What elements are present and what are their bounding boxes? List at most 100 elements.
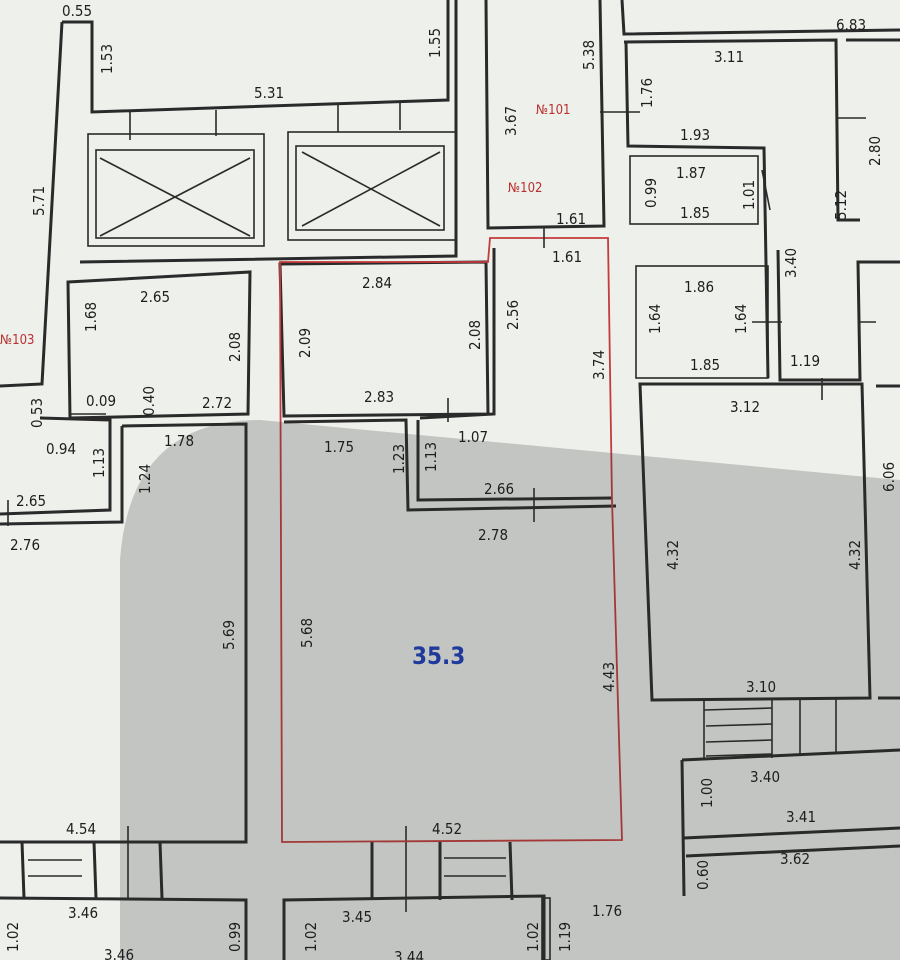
dim-label: 1.24 <box>136 464 154 494</box>
corridor-wall-outer <box>62 0 450 114</box>
dim-label: 1.76 <box>592 902 622 920</box>
dim-label: 0.99 <box>642 178 660 208</box>
dim-label: 0.53 <box>28 398 46 428</box>
dim-label: 1.07 <box>458 428 488 446</box>
dim-label: 1.02 <box>302 922 320 952</box>
room-upper-right-left <box>624 41 770 379</box>
lift-shaft-2-x2 <box>301 151 441 227</box>
dim-label: 1.64 <box>732 304 750 334</box>
lift-shaft-1-inner <box>95 149 255 239</box>
dim-label: 2.08 <box>466 320 484 350</box>
dim-label: 2.84 <box>362 274 392 292</box>
dim-label: 3.11 <box>714 48 744 66</box>
dim-label: 3.46 <box>68 904 98 922</box>
dim-label: 3.10 <box>746 678 776 696</box>
bath-1-door <box>761 169 771 211</box>
right-door-step-4 <box>705 753 773 757</box>
dim-label: 2.72 <box>202 394 232 412</box>
dim-label: 1.13 <box>90 448 108 478</box>
room-101-102-walls <box>484 0 606 230</box>
dim-label: 1.87 <box>676 164 706 182</box>
apartment-outline <box>279 237 623 843</box>
corridor-right-top <box>620 0 900 36</box>
dim-label: 2.78 <box>478 526 508 544</box>
dim-label: 3.45 <box>342 908 372 926</box>
bottom-left-walls <box>0 841 248 960</box>
dim-label: 1.85 <box>690 356 720 374</box>
room-left-big <box>0 422 248 844</box>
dim-label: 4.52 <box>432 820 462 838</box>
dim-label: 5.38 <box>580 40 598 70</box>
dim-label: 3.46 <box>104 946 134 960</box>
dim-label: 3.40 <box>750 768 780 786</box>
dim-label: 2.83 <box>364 388 394 406</box>
corridor-wall-left <box>0 21 64 388</box>
dim-label: 1.68 <box>82 302 100 332</box>
dim-label: 0.60 <box>694 860 712 890</box>
dim-label: 1.76 <box>638 78 656 108</box>
apartment-inner-walls <box>283 248 617 512</box>
right-door-step-3 <box>705 739 773 743</box>
room-left-big-2 <box>0 426 124 526</box>
right-door-step-2 <box>705 723 773 727</box>
dim-label: 5.31 <box>254 84 284 102</box>
balcony-right <box>680 748 900 897</box>
room-number-103: №103 <box>0 333 35 348</box>
dim-label: 6.83 <box>836 16 866 34</box>
dim-label: 5.12 <box>832 190 850 220</box>
dim-label: 0.09 <box>86 392 116 410</box>
dim-label: 1.93 <box>680 126 710 144</box>
dim-label: 3.74 <box>590 350 608 380</box>
dim-label: 4.43 <box>600 662 618 692</box>
right-door-step-1 <box>703 707 773 711</box>
dim-label: 1.61 <box>552 248 582 266</box>
dim-label: 2.09 <box>296 328 314 358</box>
dim-label: 3.62 <box>780 850 810 868</box>
dim-label: 3.41 <box>786 808 816 826</box>
dim-label: 1.78 <box>164 432 194 450</box>
dim-label: 5.71 <box>30 186 48 216</box>
dim-label: 2.76 <box>10 536 40 554</box>
dim-label: 6.06 <box>880 462 898 492</box>
lift-shaft-1 <box>87 133 265 247</box>
apartment-area: 35.3 <box>412 642 465 670</box>
dim-label: 4.32 <box>664 540 682 570</box>
dim-label: 5.68 <box>298 618 316 648</box>
lift-shaft-2-inner <box>295 145 445 231</box>
room-upper-right <box>623 38 860 222</box>
dim-label: 1.64 <box>646 304 664 334</box>
room-left-small <box>66 270 252 420</box>
dim-label: 1.85 <box>680 204 710 222</box>
photo-shadow <box>120 420 900 960</box>
apartment-highlight <box>278 226 623 843</box>
dim-label: 1.61 <box>556 210 586 228</box>
dim-label: 0.99 <box>226 922 244 952</box>
dim-label: 1.23 <box>390 444 408 474</box>
dim-label: 3.44 <box>394 948 424 960</box>
bottom-mid-walls <box>282 841 546 960</box>
dim-label: 1.55 <box>426 28 444 58</box>
bottom-column <box>541 897 551 960</box>
dim-label: 3.12 <box>730 398 760 416</box>
lift-shaft-2 <box>287 131 457 241</box>
shaft-block-top <box>79 0 458 264</box>
dim-label: 2.08 <box>226 332 244 362</box>
dim-label: 3.40 <box>782 248 800 278</box>
dim-label: 2.80 <box>866 136 884 166</box>
dim-label: 4.32 <box>846 540 864 570</box>
room-right-lower <box>638 382 872 702</box>
dim-label: 2.65 <box>140 288 170 306</box>
room-number-102: №102 <box>508 181 543 196</box>
dim-label: 1.02 <box>524 922 542 952</box>
dim-label: 3.67 <box>502 106 520 136</box>
dim-label: 2.65 <box>16 492 46 510</box>
lift-shaft-1-x2 <box>99 157 251 237</box>
room-number-101: №101 <box>536 103 571 118</box>
dim-label: 2.66 <box>484 480 514 498</box>
dim-label: 0.94 <box>46 440 76 458</box>
dim-label: 1.13 <box>422 442 440 472</box>
